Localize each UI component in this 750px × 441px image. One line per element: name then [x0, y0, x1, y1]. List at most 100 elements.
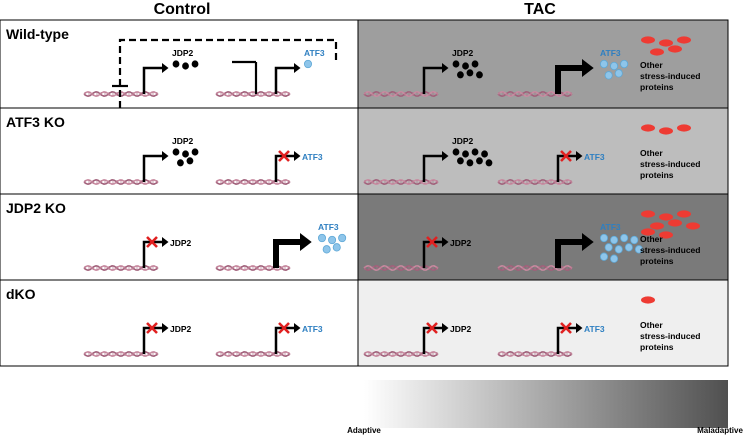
atf3-label: ATF3	[318, 222, 339, 232]
jdp2-label: JDP2	[452, 136, 474, 146]
dna-strand	[215, 90, 291, 98]
jdp2-protein-dot	[485, 159, 493, 167]
stress-protein-dot	[659, 127, 673, 135]
stress-protein-dot	[641, 36, 655, 44]
jdp2-protein-dot	[191, 148, 199, 156]
adaptive-maladaptive-scale	[364, 380, 728, 428]
dna-strand	[215, 264, 291, 272]
atf3-label: ATF3	[584, 152, 605, 162]
knockout-cross-icon	[278, 150, 290, 162]
dna-helix-strand	[363, 90, 439, 98]
genotype-label: ATF3 KO	[6, 114, 65, 130]
dna-helix-strand	[363, 90, 439, 98]
knockout-cross-icon	[146, 236, 158, 248]
stress-protein-dot	[677, 210, 691, 218]
atf3-protein-dot	[630, 235, 639, 245]
jdp2-protein-dot	[457, 71, 464, 79]
atf3-promoter-arrow-head	[300, 233, 312, 251]
atf3-promoter-arrow-head	[582, 59, 594, 77]
atf3-promoter-arrow-head	[576, 151, 583, 161]
jdp2-protein-dot	[177, 159, 184, 167]
jdp2-label: JDP2	[450, 324, 472, 334]
other-proteins-label-line: Other	[640, 234, 663, 244]
other-proteins-label-line: Other	[640, 148, 663, 158]
control-header: Control	[154, 1, 211, 18]
tac-header: TAC	[524, 1, 556, 18]
dna-strand	[497, 178, 573, 186]
jdp2-promoter-arrow-head	[162, 323, 169, 333]
genotype-label: Wild-type	[6, 26, 69, 42]
jdp2-label: JDP2	[172, 48, 194, 58]
dna-helix-strand	[83, 178, 159, 186]
dna-helix-strand	[215, 90, 291, 98]
stress-protein-dot	[659, 213, 673, 221]
dna-helix-strand	[215, 178, 291, 186]
jdp2-protein-dot	[191, 60, 199, 68]
jdp2-protein-dot	[462, 150, 469, 158]
jdp2-protein-dot	[462, 62, 469, 70]
other-proteins-label-line: stress-induced	[640, 245, 700, 255]
atf3-protein-dot	[332, 243, 341, 252]
stress-protein-dot	[686, 222, 700, 230]
dna-helix-strand	[363, 178, 439, 186]
jdp2-protein-dot	[452, 60, 460, 68]
dna-helix-strand	[363, 264, 439, 272]
jdp2-label: JDP2	[170, 324, 192, 334]
stress-protein-dot	[668, 45, 682, 53]
atf3-promoter-arrow	[274, 326, 294, 354]
atf3-protein-dot	[610, 235, 619, 245]
atf3-promoter-arrow	[555, 239, 582, 268]
dna-strand	[215, 178, 291, 186]
dna-helix-strand	[363, 350, 439, 358]
dna-helix-strand	[497, 264, 573, 272]
jdp2-protein-dot	[466, 69, 474, 77]
atf3-protein-dot	[317, 233, 326, 243]
atf3-protein-dot	[600, 233, 609, 243]
atf3-protein-dot	[600, 59, 609, 69]
atf3-protein-dot	[614, 69, 623, 78]
jdp2-promoter-arrow-head	[442, 63, 449, 73]
jdp2-protein-dot	[476, 157, 483, 165]
dna-strand	[497, 350, 573, 358]
atf3-protein-dot	[620, 233, 629, 243]
jdp2-protein-dot	[457, 157, 464, 165]
dna-helix-strand	[497, 178, 573, 186]
dna-helix-strand	[215, 350, 291, 358]
knockout-cross-icon	[146, 322, 158, 334]
dna-helix-strand	[83, 350, 159, 358]
atf3-protein-dot	[614, 245, 623, 254]
atf3-promoter-arrow-head	[294, 151, 301, 161]
jdp2-promoter-arrow	[422, 240, 442, 268]
other-proteins-label-line: Other	[640, 60, 663, 70]
stress-protein-dot	[668, 219, 682, 227]
jdp2-protein-dot	[476, 71, 483, 79]
dna-helix-strand	[83, 350, 159, 358]
atf3-protein-dot	[634, 245, 643, 254]
dna-helix-strand	[497, 350, 573, 358]
genotype-label: JDP2 KO	[6, 200, 66, 216]
stress-protein-dot	[659, 231, 673, 239]
jdp2-protein-dot	[172, 148, 180, 156]
knockout-cross-icon	[278, 322, 290, 334]
jdp2-promoter-arrow	[142, 154, 162, 182]
jdp2-promoter-arrow-head	[162, 63, 169, 73]
dna-helix-strand	[363, 264, 439, 272]
jdp2-label: JDP2	[452, 48, 474, 58]
atf3-promoter-arrow	[555, 65, 582, 94]
stress-protein-dot	[659, 39, 673, 47]
atf3-protein-dot	[624, 243, 633, 252]
dna-helix-strand	[215, 350, 291, 358]
dna-helix-strand	[497, 178, 573, 186]
jdp2-protein-dot	[182, 62, 189, 70]
stress-protein-dot	[641, 124, 655, 132]
atf3-protein-dot	[600, 252, 609, 261]
jdp2-label: JDP2	[172, 136, 194, 146]
dna-helix-strand	[497, 90, 573, 98]
dna-strand	[83, 350, 159, 358]
dna-helix-strand	[215, 90, 291, 98]
dna-helix-strand	[363, 178, 439, 186]
